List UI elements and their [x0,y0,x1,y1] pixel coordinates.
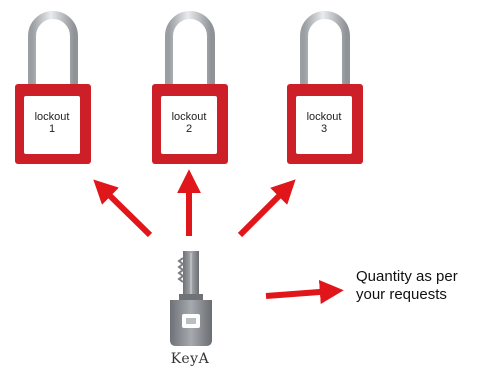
arrow-to-note [265,280,344,304]
lock-label-3 [296,96,352,154]
lock-1-text: lockout 1 [26,111,78,135]
lock-1-number: 1 [48,123,56,135]
shackle-2 [165,11,215,86]
padlock-1 [15,11,91,164]
quantity-note-line-1: Quantity as per [356,268,458,285]
quantity-note: Quantity as per your requests [356,268,458,304]
lock-label-1 [24,96,80,154]
arrow-to-lock-3 [237,179,296,238]
lock-label-2 [161,96,217,154]
lock-1-label: lockout [34,111,70,123]
padlock-2 [152,11,228,164]
lock-2-text: lockout 2 [163,111,215,135]
lock-3-text: lockout 3 [298,111,350,135]
lock-2-label: lockout [171,111,207,123]
shackle-3 [300,11,350,86]
lock-3-number: 3 [320,123,328,135]
lock-3-label: lockout [306,111,342,123]
lock-2-number: 2 [185,123,193,135]
arrow-to-lock-1 [93,179,153,238]
key-icon [170,251,212,346]
shackle-1 [28,11,78,86]
quantity-note-line-2: your requests [356,286,447,303]
key-caption: KeyA [170,351,210,367]
padlock-3 [287,11,363,164]
